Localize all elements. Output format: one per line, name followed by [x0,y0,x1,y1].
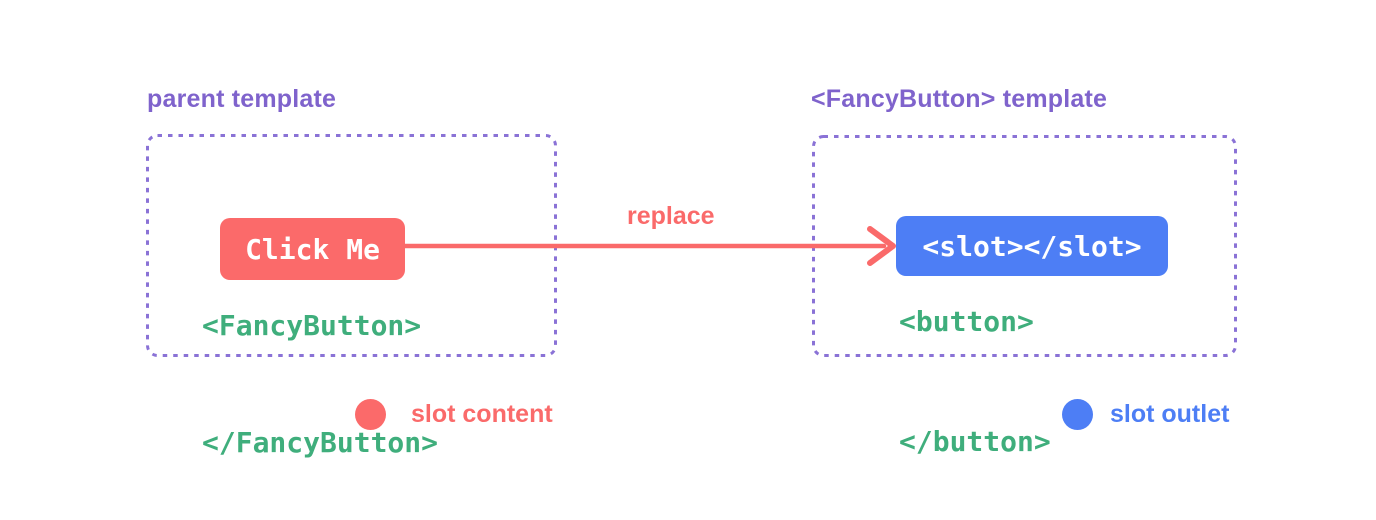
legend-slot-content: slot content [355,399,553,430]
slot-outlet-dot-icon [1062,399,1093,430]
parent-template-box: <FancyButton> Click Me </FancyButton> [146,134,557,458]
fancybutton-open-tag: <FancyButton> [202,309,422,342]
slot-outlet-chip: <slot></slot> [896,216,1168,276]
parent-template-title: parent template [147,85,337,113]
replace-label: replace [627,202,715,230]
fancybutton-template-title: <FancyButton> template [811,85,1108,113]
click-me-chip: Click Me [220,218,405,280]
button-close-tag: </button> [899,425,1051,458]
button-open-tag: <button> [899,305,1034,338]
fancybutton-template-box: <button> <slot></slot> </button> [812,135,1237,457]
slot-tag-label: <slot></slot> [922,229,1142,263]
fancybutton-close-tag: </FancyButton> [202,426,439,459]
legend-slot-outlet: slot outlet [1062,399,1229,430]
slot-outlet-label: slot outlet [1110,400,1230,428]
slot-content-dot-icon [355,399,386,430]
click-me-label: Click Me [245,232,380,266]
slot-content-label: slot content [411,400,553,428]
